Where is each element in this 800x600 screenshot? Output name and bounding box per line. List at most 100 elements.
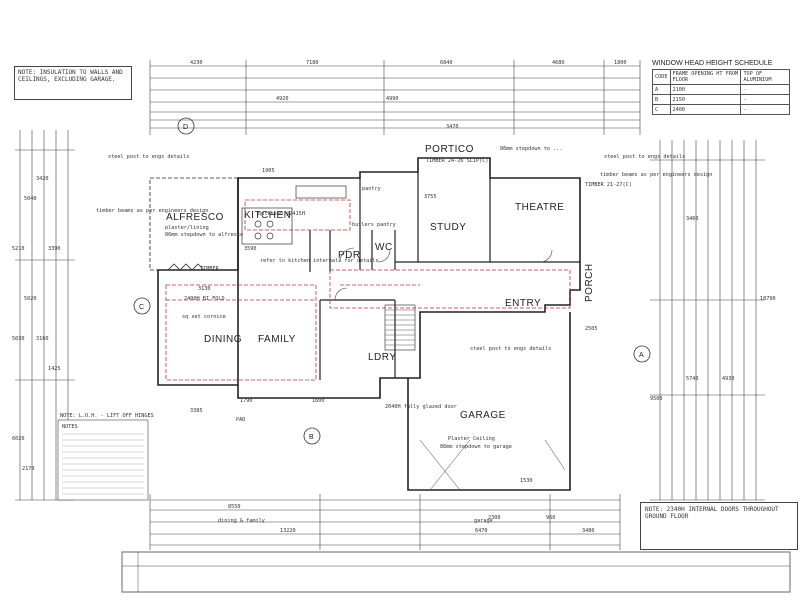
dim-1600: 1600 bbox=[312, 398, 325, 404]
room-theatre-label: THEATRE bbox=[515, 202, 564, 213]
room-porch-label: PORCH bbox=[584, 263, 595, 302]
timber-alfresco-label: TIMBER bbox=[200, 266, 220, 272]
dim-3130: 3130 bbox=[198, 286, 211, 292]
room-family-label: FAMILY bbox=[258, 334, 296, 345]
svg-text:B: B bbox=[309, 434, 314, 441]
room-ldry-label: LDRY bbox=[368, 352, 397, 363]
kitchen-internals-note: refer to kitchen internals for details bbox=[260, 258, 379, 264]
lift-off-hinge-note: NOTE: L.O.H. - LIFT OFF HINGES bbox=[60, 413, 154, 419]
dim-bottom-2: 6470 bbox=[475, 528, 488, 534]
stair-treads bbox=[385, 309, 415, 346]
dim-bottom-6: 1530 bbox=[520, 478, 533, 484]
garage-ceiling-note: Plaster Ceiling bbox=[448, 436, 495, 442]
dim-bottom-0: 8550 bbox=[228, 504, 241, 510]
window-marker-b: B bbox=[303, 427, 321, 445]
svg-text:A: A bbox=[639, 352, 644, 359]
dim-right-2: 3460 bbox=[686, 216, 699, 222]
room-pdr-label: PDR bbox=[338, 250, 361, 261]
insulation-note-text: NOTE: INSULATION TO WALLS AND CEILINGS, … bbox=[18, 69, 123, 83]
schedule-cell: B bbox=[652, 94, 671, 105]
room-study-label: STUDY bbox=[430, 222, 466, 233]
dining-family-dim-label: dining & family bbox=[218, 518, 265, 524]
butlers-pantry-label: butlers pantry bbox=[352, 222, 396, 228]
schedule-cell: A bbox=[652, 84, 671, 95]
svg-text:C: C bbox=[139, 304, 144, 311]
dim-right-1: 9500 bbox=[650, 396, 663, 402]
insulation-note: NOTE: INSULATION TO WALLS AND CEILINGS, … bbox=[14, 66, 132, 100]
dim-left-2: 5030 bbox=[12, 336, 25, 342]
notes-legend: NOTES bbox=[57, 419, 149, 501]
kitchen-bench bbox=[241, 185, 347, 245]
dim-left-7: 5210 bbox=[12, 246, 25, 252]
dim-left-0: 5040 bbox=[24, 196, 37, 202]
dim-left-1: 5020 bbox=[24, 296, 37, 302]
schedule-cell: - bbox=[740, 94, 790, 105]
dim-top-2: 6840 bbox=[440, 60, 453, 66]
pad-label: PAD bbox=[236, 417, 245, 423]
schedule-row: C 2400 - bbox=[652, 104, 790, 115]
steel-post-note-right: steel post to engs details bbox=[604, 154, 685, 160]
building-walls bbox=[149, 157, 581, 491]
schedule-header-row: CODE FRAME OPENING HT FROM FLOOR TOP OF … bbox=[652, 69, 790, 85]
schedule-header-frame: FRAME OPENING HT FROM FLOOR bbox=[669, 69, 742, 85]
glazed-door-note: 2040H fully glazed door bbox=[385, 404, 457, 410]
schedule-cell: 2100 bbox=[669, 84, 742, 95]
doors-note-text: NOTE: 2340H INTERNAL DOORS THROUGHOUT GR… bbox=[645, 506, 779, 520]
dim-3470: 3470 bbox=[446, 124, 459, 130]
dim-1905: 1905 bbox=[262, 168, 275, 174]
dim-bottom-3: 3480 bbox=[582, 528, 595, 534]
cornice-lines bbox=[165, 199, 571, 381]
dim-2505: 2505 bbox=[585, 326, 598, 332]
dim-bottom-5: 960 bbox=[546, 515, 555, 521]
doors-note: NOTE: 2340H INTERNAL DOORS THROUGHOUT GR… bbox=[640, 502, 798, 550]
dim-2170: 2170 bbox=[22, 466, 35, 472]
dimension-lines-left bbox=[15, 130, 75, 501]
study-dim: 3755 bbox=[424, 194, 437, 200]
dim-1790: 1790 bbox=[240, 398, 253, 404]
garage-dim-label: garage bbox=[474, 518, 493, 524]
dim-left-5: 3390 bbox=[48, 246, 61, 252]
schedule-table: CODE FRAME OPENING HT FROM FLOOR TOP OF … bbox=[652, 69, 790, 115]
garage-slab-lines bbox=[419, 439, 566, 491]
room-dining-label: DINING bbox=[204, 334, 242, 345]
steel-post-note-left: steel post to engs details bbox=[108, 154, 189, 160]
dim-top-4: 1800 bbox=[614, 60, 627, 66]
dim-4920: 4920 bbox=[276, 96, 289, 102]
door-swings bbox=[334, 247, 553, 301]
schedule-cell: - bbox=[740, 104, 790, 115]
schedule-title: WINDOW HEAD HEIGHT SCHEDULE bbox=[652, 60, 773, 67]
svg-text:NOTES: NOTES bbox=[62, 424, 78, 430]
window-head-height-schedule: WINDOW HEAD HEIGHT SCHEDULE CODE FRAME O… bbox=[652, 60, 790, 115]
room-kitchen-label: KITCHEN bbox=[244, 210, 291, 221]
dim-top-0: 4230 bbox=[190, 60, 203, 66]
garage-step-note: 86mm stepdown to garage bbox=[440, 444, 512, 450]
dim-right-4: 4930 bbox=[722, 376, 735, 382]
timber-beams-note-right: timber beams as per engineers design bbox=[600, 172, 712, 178]
dim-left-4: 1425 bbox=[48, 366, 61, 372]
room-portico-label: PORTICO bbox=[425, 144, 474, 155]
window-marker-a: A bbox=[633, 345, 651, 363]
cornice-note: sq set cornice bbox=[182, 314, 226, 320]
dim-bottom-1: 13220 bbox=[280, 528, 296, 534]
dim-bottom-4: 2300 bbox=[488, 515, 501, 521]
dimension-lines-bottom bbox=[149, 494, 621, 550]
porch-timber-note: TIMBER 21-27(C) bbox=[585, 182, 632, 188]
dim-right-3: 5740 bbox=[686, 376, 699, 382]
schedule-cell: 2150 bbox=[669, 94, 742, 105]
alfresco-ceiling-note: plaster/lining bbox=[165, 225, 209, 231]
portico-timber-note: TIMBER 24-26 SLIP(C) bbox=[426, 158, 488, 164]
alfresco-step-note: 86mm stepdown to alfresco bbox=[165, 232, 243, 238]
schedule-header-code: CODE bbox=[652, 69, 671, 85]
bifold-door bbox=[167, 263, 205, 271]
timber-beams-note-left: timber beams as per engineers design bbox=[96, 208, 208, 214]
portico-step-note: 86mm stepdown to ... bbox=[500, 146, 562, 152]
bulkhead-note: bulkhead @2415H bbox=[258, 211, 305, 217]
dim-left-3: 3420 bbox=[36, 176, 49, 182]
schedule-row: B 2150 - bbox=[652, 94, 790, 105]
dim-3385: 3385 bbox=[190, 408, 203, 414]
dimension-lines-right bbox=[650, 140, 765, 501]
dim-left-6: 3160 bbox=[36, 336, 49, 342]
steel-post-note-garage: steel post to engs details bbox=[470, 346, 551, 352]
svg-text:D: D bbox=[183, 124, 188, 131]
